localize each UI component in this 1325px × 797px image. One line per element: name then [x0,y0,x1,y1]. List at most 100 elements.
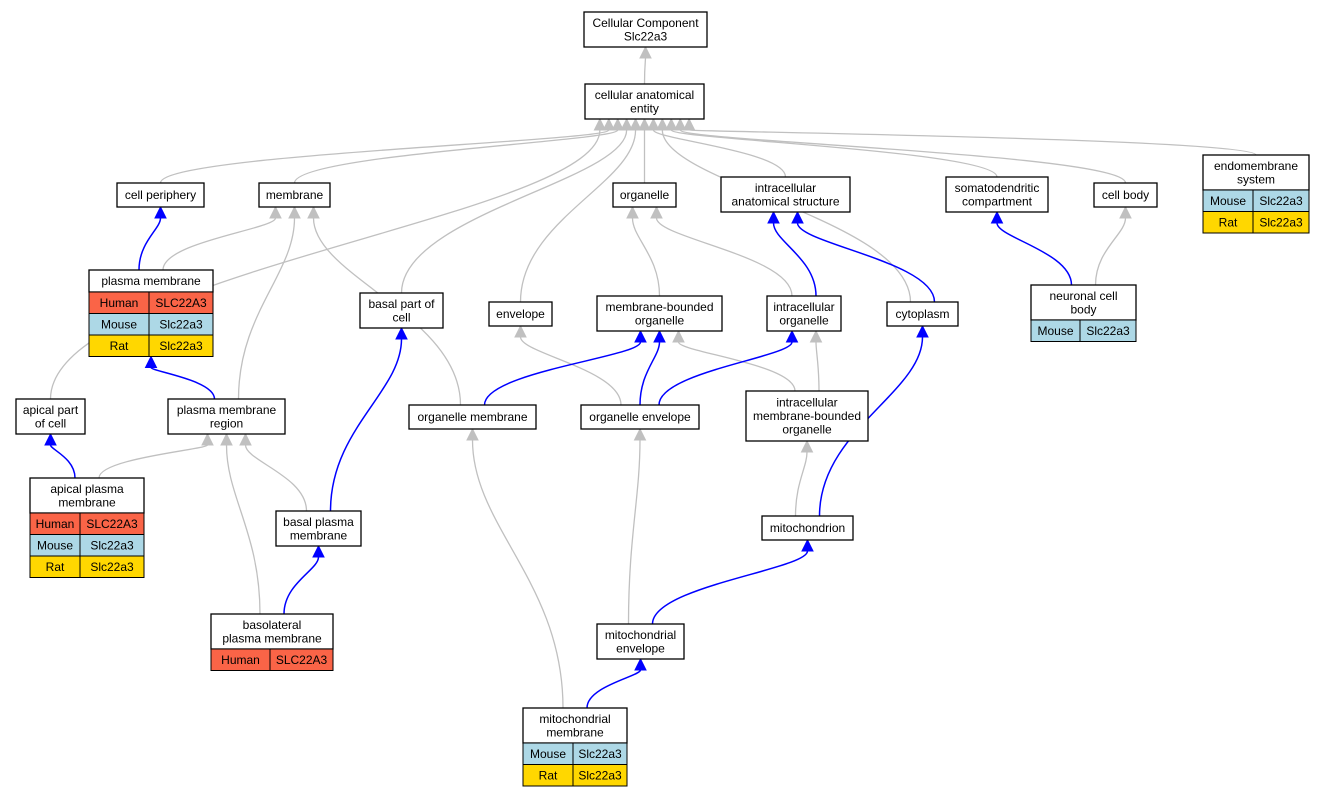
node-label-line: entity [630,101,659,115]
node-label-line: basal part of [368,297,435,311]
arrowhead [239,432,252,446]
edge-ias-to-cae [652,129,787,178]
edge-mito-envelope-to-mitochondrion [651,550,809,625]
node-label-line: organelle [779,313,829,327]
arrowhead [656,117,669,131]
node-label-line: of cell [35,416,66,430]
node-label-line: cell body [1102,188,1149,202]
arrowhead [801,538,814,552]
node-label-line: organelle envelope [589,410,691,424]
node-label-line: organelle [635,313,685,327]
node-org-envelope[interactable]: organelle envelope [580,404,700,430]
edge-endomembrane-to-cae [688,129,1257,156]
node-label-line: membrane [290,528,348,542]
node-label-line: body [1070,302,1096,316]
species-label: Human [100,296,139,310]
edge-mito-membrane-to-org-membrane [471,439,564,709]
arrowhead [629,117,642,131]
edge-apical-part-to-cae [49,129,601,400]
node-box [167,398,286,435]
arrowhead [633,427,647,441]
edge-cell-periphery-to-cae [159,129,610,184]
node-box [1202,154,1310,191]
node-label-line: intracellular [755,181,816,195]
edge-imbo-to-mbo [677,341,796,392]
edge-pm-region-to-plasma-membrane [150,366,216,400]
edge-org-envelope-to-mbo [639,341,661,406]
node-mitochondrion[interactable]: mitochondrion [761,515,854,541]
node-org-membrane[interactable]: organelle membrane [408,404,537,430]
arrowhead [990,210,1004,224]
gene-cell [79,555,145,578]
node-box [720,176,851,213]
gene-label: SLC22A3 [276,653,328,667]
gene-label: Slc22a3 [578,747,622,761]
edge-pm-region-to-membrane [237,217,296,400]
arrowhead [620,117,633,131]
edge-apical-pm-to-apical-part [49,444,76,479]
gene-label: Slc22a3 [1259,216,1303,230]
node-box [766,295,842,332]
arrowhead [673,117,687,131]
arrowhead [593,117,607,131]
node-label-line: membrane [546,725,604,739]
node-membrane[interactable]: membrane [258,182,331,208]
arrowhead [44,432,57,446]
arrowhead [466,427,479,441]
arrowhead [664,117,678,131]
node-box [886,301,959,327]
edge-cell-body-to-cae [679,129,1127,184]
node-cell-body[interactable]: cell body [1093,182,1158,208]
arrowhead [154,205,167,219]
node-envelope[interactable]: envelope [488,301,553,327]
arrowhead [269,205,282,219]
edge-plasma-membrane-to-cell-periphery [138,217,162,271]
edge-org-envelope-to-intra-organelle [658,341,793,406]
node-label-line: cell [392,310,410,324]
species-label: Human [36,517,75,531]
arrowhead [514,324,527,338]
node-box [359,292,444,329]
node-label-line: system [1237,172,1275,186]
edge-somato-to-cae [670,129,998,178]
edge-cae-to-root [643,57,647,85]
node-label-line: membrane-bounded [753,409,861,423]
arrowhead [672,329,685,343]
node-label-line: basal plasma [283,515,354,529]
gene-cell [1252,211,1310,234]
node-cell-periphery[interactable]: cell periphery [116,182,205,208]
node-organelle[interactable]: organelle [612,182,677,208]
node-label-line: region [210,416,243,430]
edge-basal-part-to-cae [400,129,628,294]
node-cytoplasm[interactable]: cytoplasm [886,301,959,327]
arrowhead [767,210,780,224]
node-label-line: apical plasma [50,482,124,496]
edge-cytoplasm-to-cae [661,129,912,303]
node-box [275,510,362,547]
arrowhead [653,329,666,343]
arrowhead [634,329,647,343]
node-label-line: mitochondrial [605,628,676,642]
node-label-line: organelle [620,188,670,202]
node-label-line: membrane [266,188,324,202]
